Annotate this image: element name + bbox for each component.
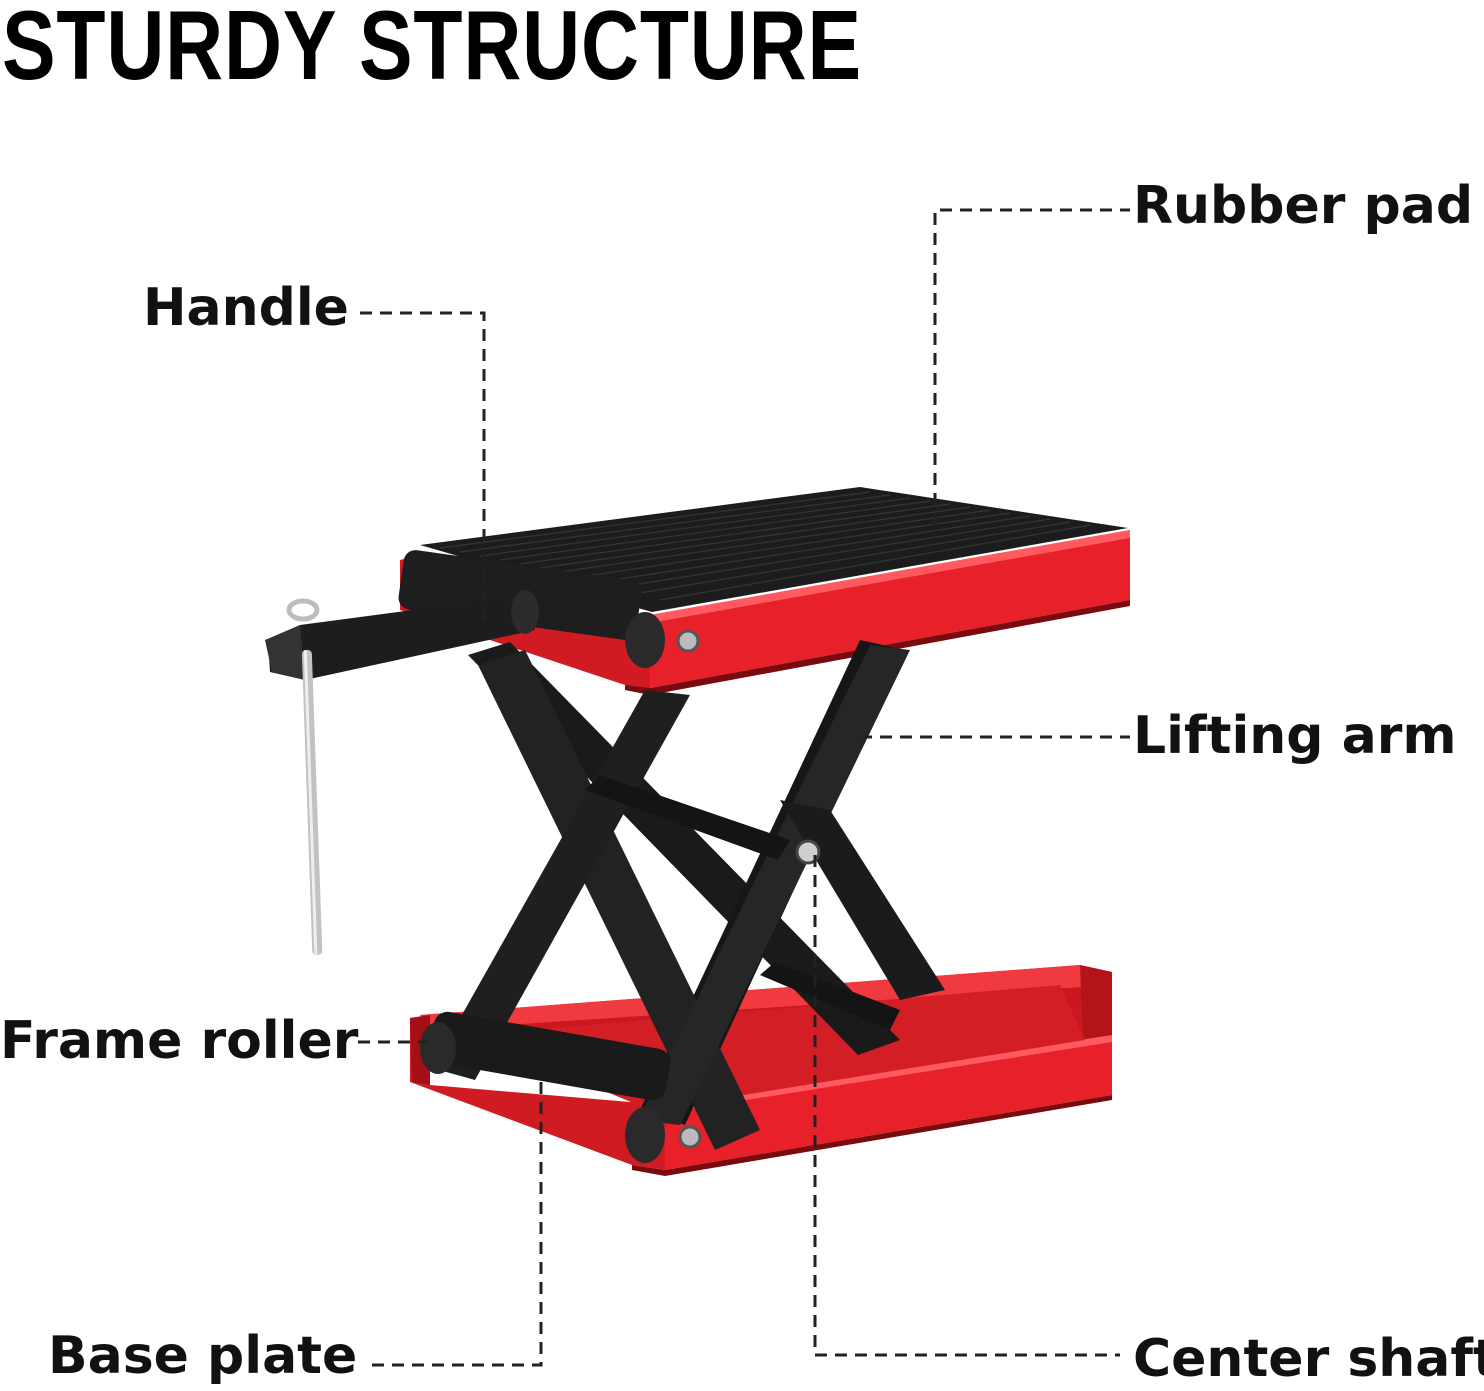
label-handle: Handle xyxy=(143,278,349,338)
handle-shape xyxy=(265,590,539,956)
label-frame-roller: Frame roller xyxy=(0,1011,359,1071)
page-title: STURDY STRUCTURE xyxy=(2,0,862,100)
leader-lines xyxy=(358,208,1130,1367)
lifting-arms-shape xyxy=(432,640,945,1150)
label-base-plate: Base plate xyxy=(48,1326,358,1386)
label-rubber-pad: Rubber pad xyxy=(1133,176,1474,236)
label-center-shaft: Center shaft xyxy=(1133,1329,1484,1389)
label-lifting-arm: Lifting arm xyxy=(1133,706,1457,766)
